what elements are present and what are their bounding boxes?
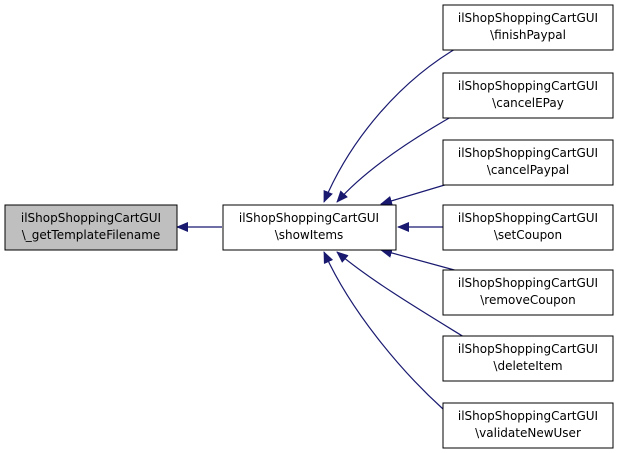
node-gettemplatefilename[interactable]: ilShopShoppingCartGUI \_getTemplateFilen… (4, 204, 178, 251)
node-finishpaypal-method: \finishPaypal (490, 28, 566, 42)
edge-finishpaypal-to-showitems (323, 44, 463, 203)
node-validatenewuser-class: ilShopShoppingCartGUI (458, 409, 598, 423)
node-setcoupon[interactable]: ilShopShoppingCartGUI \setCoupon (442, 204, 614, 251)
node-removecoupon-class: ilShopShoppingCartGUI (458, 276, 598, 290)
node-gettemplatefilename-class: ilShopShoppingCartGUI (21, 211, 161, 225)
node-removecoupon[interactable]: ilShopShoppingCartGUI \removeCoupon (442, 269, 614, 316)
node-validatenewuser[interactable]: ilShopShoppingCartGUI \validateNewUser (442, 402, 614, 449)
node-removecoupon-method: \removeCoupon (480, 293, 576, 307)
node-cancelpaypal-method: \cancelPaypal (487, 163, 569, 177)
node-setcoupon-method: \setCoupon (494, 228, 562, 242)
node-cancelpaypal-class: ilShopShoppingCartGUI (458, 146, 598, 160)
node-setcoupon-class: ilShopShoppingCartGUI (458, 211, 598, 225)
node-cancelepay[interactable]: ilShopShoppingCartGUI \cancelEPay (442, 72, 614, 119)
node-cancelepay-class: ilShopShoppingCartGUI (458, 79, 598, 93)
edges (176, 44, 465, 410)
edge-removecoupon-to-showitems (380, 248, 459, 272)
node-finishpaypal[interactable]: ilShopShoppingCartGUI \finishPaypal (442, 4, 614, 51)
node-showitems-method: \showItems (275, 228, 344, 242)
node-validatenewuser-method: \validateNewUser (475, 426, 581, 440)
node-showitems-class: ilShopShoppingCartGUI (239, 211, 379, 225)
node-showitems[interactable]: ilShopShoppingCartGUI \showItems (222, 204, 397, 251)
node-cancelepay-method: \cancelEPay (492, 96, 564, 110)
node-deleteitem-method: \deleteItem (493, 359, 562, 373)
edge-validatenewuser-to-showitems (323, 251, 444, 410)
edge-cancelepay-to-showitems (336, 112, 459, 203)
node-gettemplatefilename-method: \_getTemplateFilename (22, 228, 161, 242)
node-cancelpaypal[interactable]: ilShopShoppingCartGUI \cancelPaypal (442, 139, 614, 186)
node-deleteitem-class: ilShopShoppingCartGUI (458, 342, 598, 356)
node-finishpaypal-class: ilShopShoppingCartGUI (458, 11, 598, 25)
node-deleteitem[interactable]: ilShopShoppingCartGUI \deleteItem (442, 335, 614, 382)
edge-deleteitem-to-showitems (336, 251, 465, 338)
